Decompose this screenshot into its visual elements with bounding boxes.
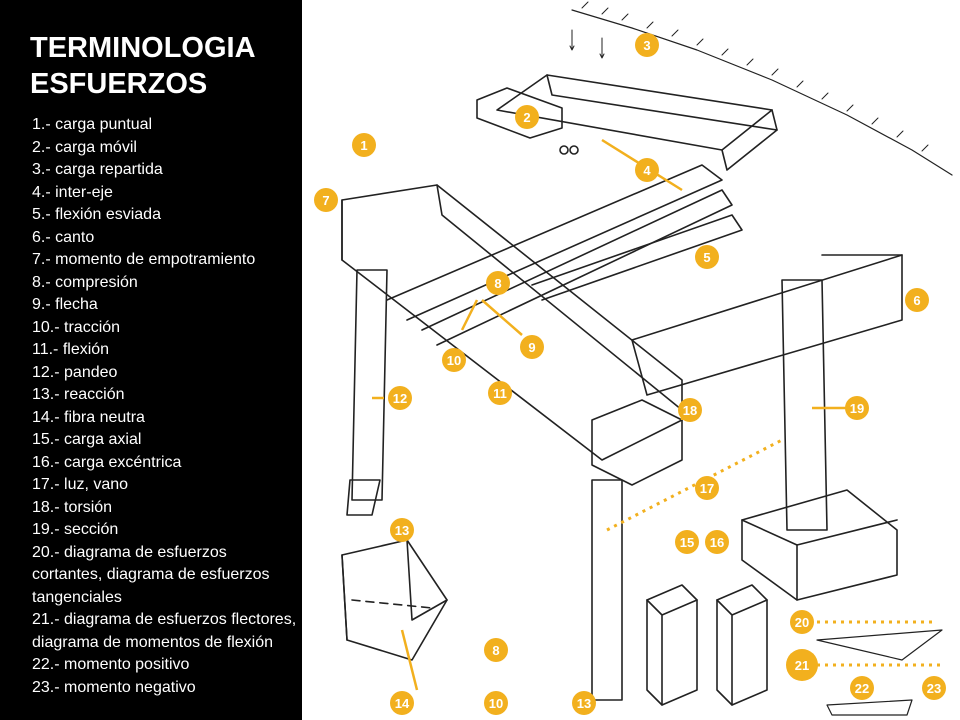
svg-text:11: 11 <box>493 386 507 401</box>
svg-text:6: 6 <box>913 293 920 308</box>
svg-text:10: 10 <box>489 696 503 711</box>
term-12: 12.- pandeo <box>32 363 118 381</box>
marker-20: 20 <box>790 610 814 634</box>
term-21: 21.- diagrama de esfuerzos flectores, di… <box>32 611 297 651</box>
svg-text:13: 13 <box>395 523 409 538</box>
term-15: 15.- carga axial <box>32 431 142 448</box>
marker-11: 11 <box>488 381 512 405</box>
svg-text:23: 23 <box>927 681 941 696</box>
term-17: 17.- luz, vano <box>32 476 129 493</box>
marker-1: 1 <box>352 133 376 157</box>
svg-text:5: 5 <box>703 250 710 265</box>
marker-17: 17 <box>695 476 719 500</box>
title-line-1: TERMINOLOGIA <box>30 32 256 64</box>
term-20: 20.- diagrama de esfuerzos cortantes, di… <box>32 543 270 606</box>
marker-19: 19 <box>845 396 869 420</box>
marker-6: 6 <box>905 288 929 312</box>
term-9: 9.- flecha <box>32 296 98 313</box>
term-18: 18.- torsión <box>32 498 113 516</box>
svg-text:4: 4 <box>643 163 651 178</box>
marker-7: 7 <box>314 188 338 212</box>
marker-8b: 8 <box>484 638 508 662</box>
marker-21: 21 <box>786 649 818 681</box>
marker-2: 2 <box>515 105 539 129</box>
term-3: 3.- carga repartida <box>32 161 163 178</box>
svg-text:1: 1 <box>360 138 367 153</box>
marker-8: 8 <box>486 271 510 295</box>
marker-9: 9 <box>520 335 544 359</box>
structure-diagram: 1 2 3 4 5 6 7 8 9 10 11 12 13 14 15 16 1… <box>302 0 960 720</box>
marker-4: 4 <box>635 158 659 182</box>
svg-text:14: 14 <box>395 696 410 711</box>
term-23: 23.- momento negativo <box>32 678 196 696</box>
marker-16: 16 <box>705 530 729 554</box>
marker-18: 18 <box>678 398 702 422</box>
term-2: 2.- carga móvil <box>32 138 137 156</box>
svg-text:17: 17 <box>700 481 714 496</box>
marker-22: 22 <box>850 676 874 700</box>
term-19: 19.- sección <box>32 521 119 538</box>
svg-text:8: 8 <box>492 643 499 658</box>
svg-text:22: 22 <box>855 681 869 696</box>
marker-5: 5 <box>695 245 719 269</box>
term-7: 7.- momento de empotramiento <box>32 251 256 268</box>
marker-14: 14 <box>390 691 414 715</box>
term-22: 22.- momento positivo <box>32 656 190 673</box>
svg-text:12: 12 <box>393 391 407 406</box>
term-1: 1.- carga puntual <box>32 116 153 133</box>
term-6: 6.- canto <box>32 228 95 246</box>
svg-text:21: 21 <box>795 658 809 673</box>
svg-text:2: 2 <box>523 110 530 125</box>
marker-13b: 13 <box>572 691 596 715</box>
term-13: 13.- reacción <box>32 386 125 403</box>
svg-text:19: 19 <box>850 401 864 416</box>
marker-13: 13 <box>390 518 414 542</box>
svg-text:3: 3 <box>643 38 650 53</box>
svg-text:10: 10 <box>447 353 461 368</box>
marker-15: 15 <box>675 530 699 554</box>
term-10: 10.- tracción <box>32 318 121 336</box>
svg-text:13: 13 <box>577 696 591 711</box>
marker-3: 3 <box>635 33 659 57</box>
terminology-panel: TERMINOLOGIA ESFUERZOS 1.- carga puntual… <box>0 0 302 720</box>
title-line-2: ESFUERZOS <box>30 68 208 100</box>
marker-10: 10 <box>442 348 466 372</box>
marker-10b: 10 <box>484 691 508 715</box>
term-11: 11.- flexión <box>32 341 110 358</box>
term-14: 14.- fibra neutra <box>32 408 145 426</box>
structure-drawing: 1 2 3 4 5 6 7 8 9 10 11 12 13 14 15 16 1… <box>314 1 953 716</box>
svg-text:9: 9 <box>528 340 535 355</box>
terms-list: 1.- carga puntual 2.- carga móvil 3.- ca… <box>32 114 300 699</box>
svg-text:20: 20 <box>795 615 809 630</box>
svg-text:16: 16 <box>710 535 724 550</box>
svg-text:15: 15 <box>680 535 694 550</box>
svg-text:7: 7 <box>322 193 329 208</box>
term-8: 8.- compresión <box>32 273 138 291</box>
term-4: 4.- inter-eje <box>32 183 113 201</box>
term-16: 16.- carga excéntrica <box>32 453 182 471</box>
term-5: 5.- flexión esviada <box>32 206 161 223</box>
panel-title: TERMINOLOGIA ESFUERZOS <box>30 30 256 102</box>
svg-text:8: 8 <box>494 276 501 291</box>
marker-12: 12 <box>388 386 412 410</box>
marker-23: 23 <box>922 676 946 700</box>
svg-text:18: 18 <box>683 403 697 418</box>
